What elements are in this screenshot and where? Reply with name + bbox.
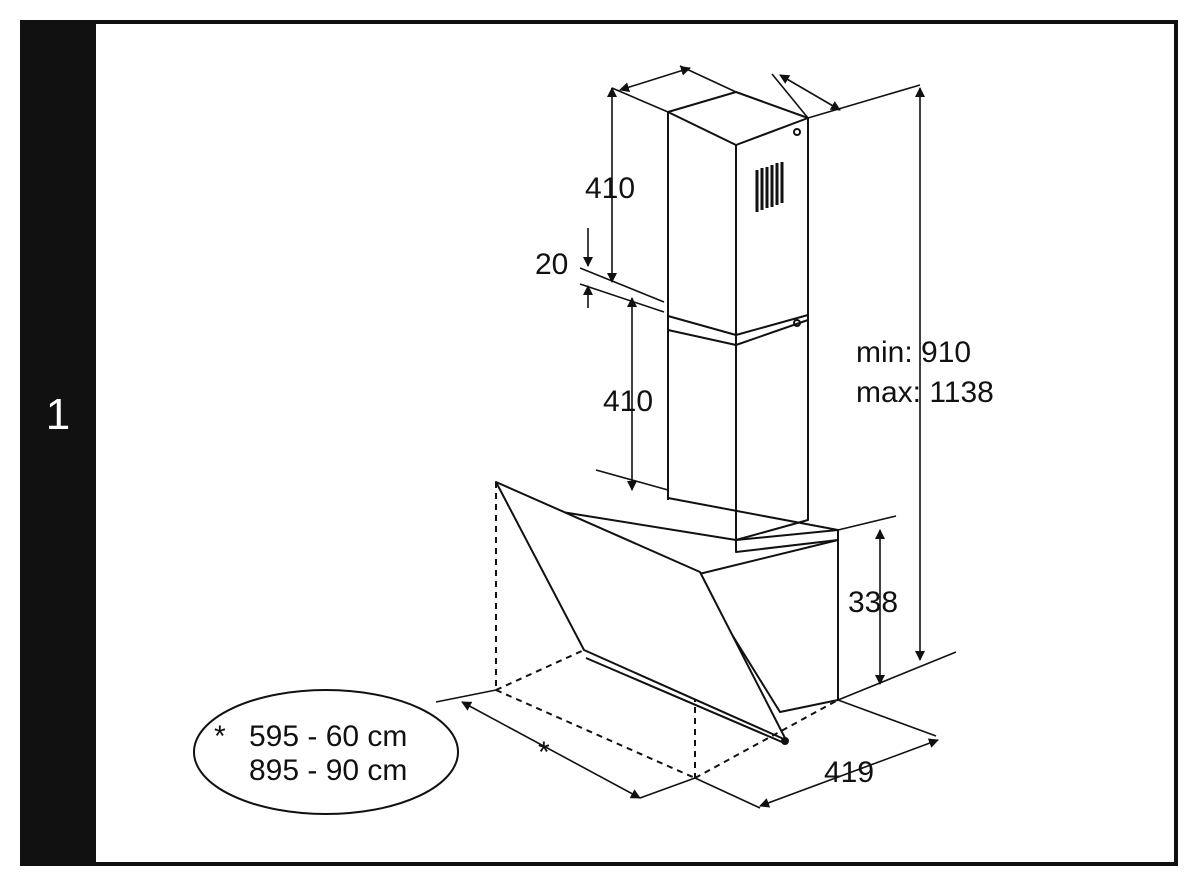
label-total-max: max: 1138: [856, 376, 994, 409]
label-depth: 419: [824, 756, 874, 789]
step-sidebar: 1: [20, 20, 96, 866]
width-note: * 595 - 60 cm 895 - 90 cm: [193, 689, 459, 815]
vent-grille: [755, 162, 784, 212]
lower-chimney: [667, 314, 809, 541]
dimension-lines: [435, 65, 957, 809]
width-note-line-2: 895 - 90 cm: [249, 754, 407, 787]
step-number: 1: [45, 390, 71, 439]
label-body-height: 338: [848, 586, 898, 619]
label-gap: 20: [535, 248, 568, 281]
hood-drawing: [495, 91, 839, 779]
dimension-labels: 410 20 410 min: 910 max: 1138 338 419 *: [535, 172, 994, 789]
width-note-line-1: 595 - 60 cm: [249, 720, 407, 753]
width-note-ellipse: [193, 689, 459, 815]
upper-chimney: [667, 91, 809, 346]
width-note-asterisk: *: [214, 720, 226, 753]
label-total-min: min: 910: [856, 336, 971, 369]
label-lower-chimney: 410: [603, 385, 653, 418]
label-width-marker: *: [538, 736, 550, 769]
label-upper-chimney: 410: [585, 172, 635, 205]
glass-panel: [495, 481, 789, 745]
